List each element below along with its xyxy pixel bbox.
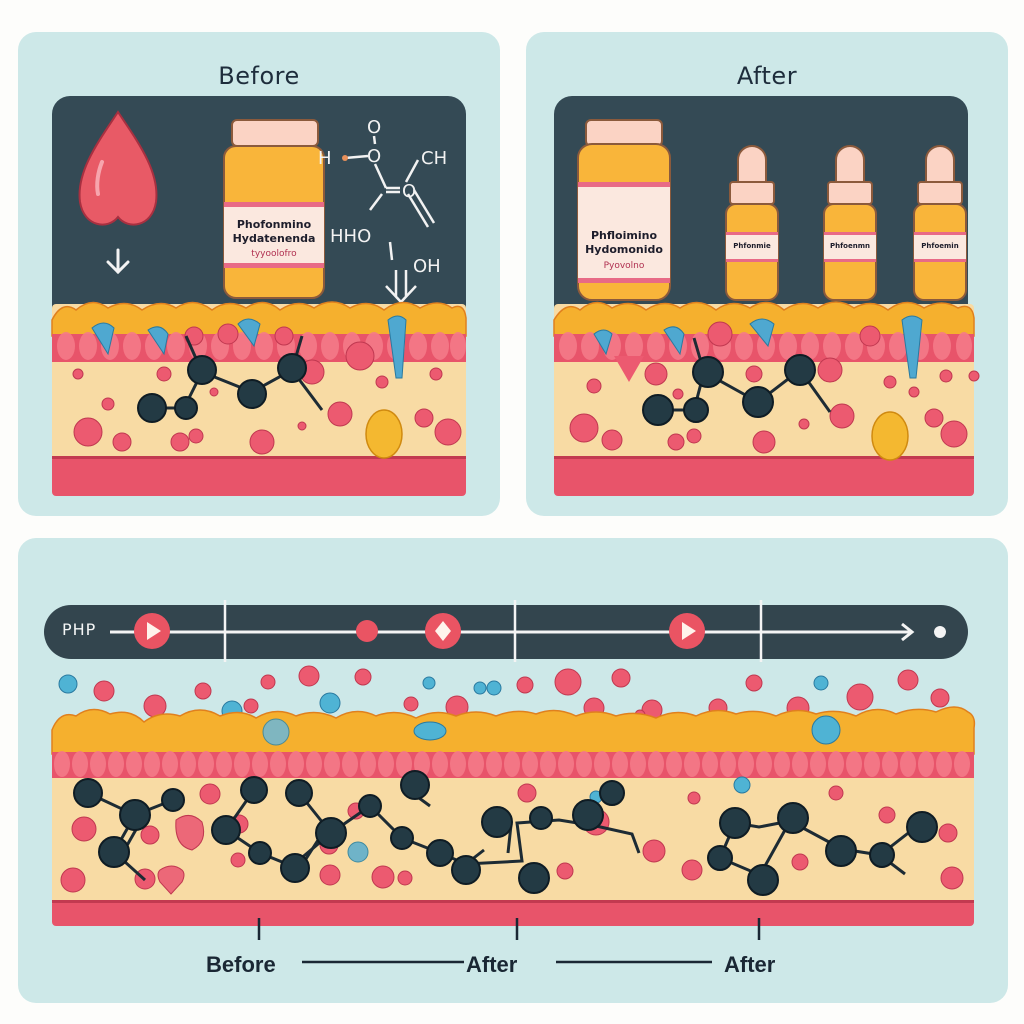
dropper-label: Phfonmie [733,242,771,250]
timeline-label-after-1: After [466,952,518,977]
label-ch: CH [421,148,447,169]
skin-cross-section [51,301,467,496]
medicine-bottle: Phofonmino Hydatenenda tyyoolofro [223,119,325,299]
molecule-chain [137,353,307,423]
timeline-label-after-2: After [724,952,776,977]
bottle-label-line3: tyyoolofro [251,249,297,259]
before-illustration: Phofonmino Hydatenenda tyyoolofro H O O … [51,110,467,496]
dropper-label: Phfoenmn [830,242,870,250]
label-o-ring: O [402,181,416,202]
timeline-label: PHP [62,620,97,639]
medicine-bottle: Phfloimino Hydomonido Pyovolno [577,119,671,301]
chemical-structure [344,135,436,304]
blood-drop-icon [78,110,158,226]
fat-cell [871,411,909,461]
after-illustration: Phfloimino Hydomonido Pyovolno Phfonmie … [553,119,980,496]
label-o-top: O [367,117,381,138]
label-o-mid: O [367,146,381,167]
bottle-label-line1: Phfloimino [591,229,657,242]
dropper-bottle-3: Phfoemin [913,145,967,301]
molecule-hydrogen-dot [342,155,348,161]
down-arrow-icon [106,248,130,275]
timeline-label-before: Before [206,952,276,977]
dropper-label: Phfoemin [921,242,958,250]
timeline-bar[interactable] [44,605,968,659]
label-h: H [318,148,332,169]
after-title: After [736,62,798,90]
label-hho: HHO [330,226,371,247]
bottle-label-line1: Phofonmino [237,218,312,231]
dropper-bottle-1: Phfonmie [725,145,779,301]
after-panel: After Phfloimino Hydomonido Pyovolno Phf… [526,32,1008,516]
skin-cross-section [553,301,980,496]
molecule-chain [642,354,816,426]
bottle-label-line3: Pyovolno [604,261,645,271]
bottle-label-line2: Hydomonido [585,243,663,256]
before-panel: Before Phofonmino Hydatenenda tyyoolofro [18,32,500,516]
before-title: Before [218,62,300,90]
label-oh: OH [413,256,441,277]
bottle-label-line2: Hydatenenda [233,232,316,245]
fat-cell [365,409,403,459]
dropper-bottle-2: Phfoenmn [823,145,877,301]
